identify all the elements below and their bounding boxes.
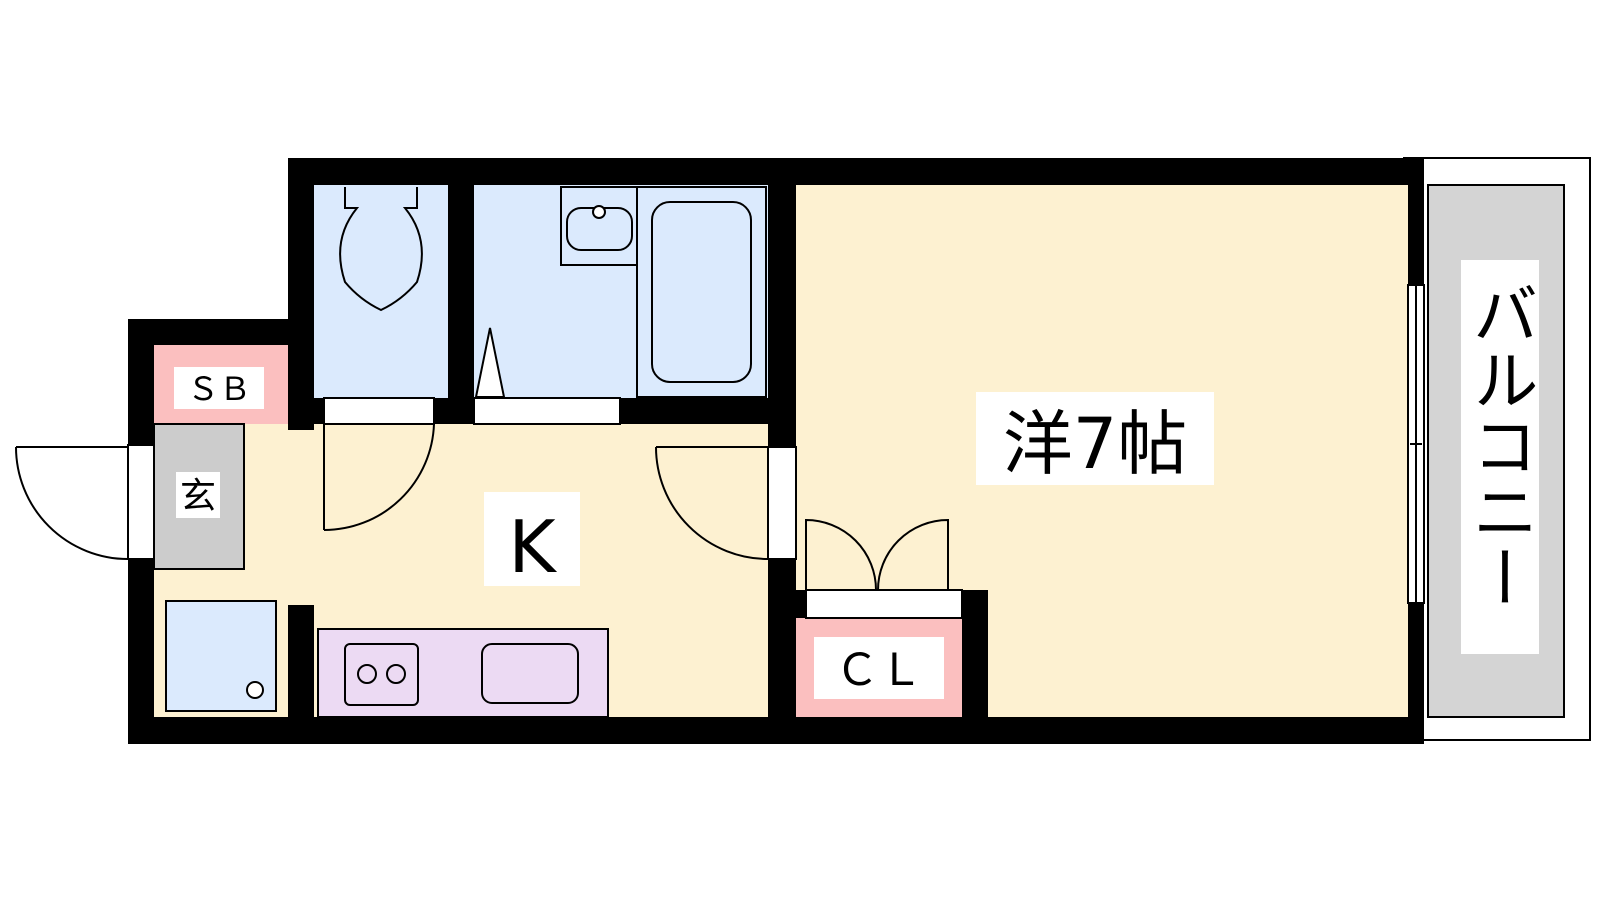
labels: K 洋7帖 ＣＬ ＳＢ 玄 バルコニー: [174, 280, 1539, 699]
wall: [448, 185, 474, 423]
drain-icon: [246, 681, 264, 699]
wall: [1408, 603, 1424, 744]
balcony: [1403, 157, 1591, 741]
wall: [768, 559, 796, 744]
wall: [288, 424, 314, 430]
walls: [128, 158, 1424, 744]
bathtub-icon: [651, 201, 752, 383]
entrance-door-swing: [15, 446, 129, 560]
toilet-icon: [339, 187, 423, 312]
wall: [288, 605, 314, 717]
kitchen-label: K: [508, 505, 557, 589]
wall: [288, 158, 1424, 185]
sink-icon: [481, 643, 579, 704]
wall: [128, 319, 154, 445]
entrance-door-frame: [127, 444, 155, 560]
toilet-door-frame: [323, 397, 435, 425]
burner-icon: [386, 664, 406, 684]
wall: [962, 590, 988, 744]
toilet-door-swing: [323, 423, 435, 531]
room-door-swing: [655, 446, 769, 560]
room-door-frame: [767, 446, 797, 560]
fixtures: [165, 186, 767, 718]
entrance-label: 玄: [180, 476, 216, 517]
wall: [288, 158, 314, 424]
kitchen-label-bg: [484, 492, 580, 586]
closet-label: ＣＬ: [835, 645, 923, 696]
wall: [796, 590, 806, 618]
doors: [15, 284, 1425, 619]
balcony-label: バルコニー: [1462, 280, 1539, 610]
closet-door-swing: [877, 518, 949, 591]
faucet-icon: [592, 205, 606, 219]
balcony-label-bg: [1461, 260, 1539, 654]
shoe-box-label-bg: [174, 367, 264, 409]
burner-icon: [357, 664, 377, 684]
stove-icon: [344, 643, 419, 706]
toilet-floor: [314, 185, 448, 398]
closet-door-swing: [805, 518, 877, 591]
bathtub-outer: [636, 186, 767, 398]
entrance-label-bg: [176, 472, 220, 518]
shoe-box-label: ＳＢ: [187, 370, 251, 408]
closet-door-frame: [805, 589, 963, 619]
wall: [128, 319, 314, 345]
wall: [1408, 158, 1424, 285]
wall: [128, 559, 154, 744]
western-room-label-bg: [976, 392, 1214, 485]
wall: [434, 398, 474, 424]
wall: [768, 185, 796, 447]
wall: [620, 398, 796, 424]
closet-label-bg: [814, 637, 944, 699]
bathroom-door-frame: [473, 397, 621, 425]
western-room-label: 洋7帖: [1003, 403, 1188, 485]
wall: [314, 398, 324, 424]
